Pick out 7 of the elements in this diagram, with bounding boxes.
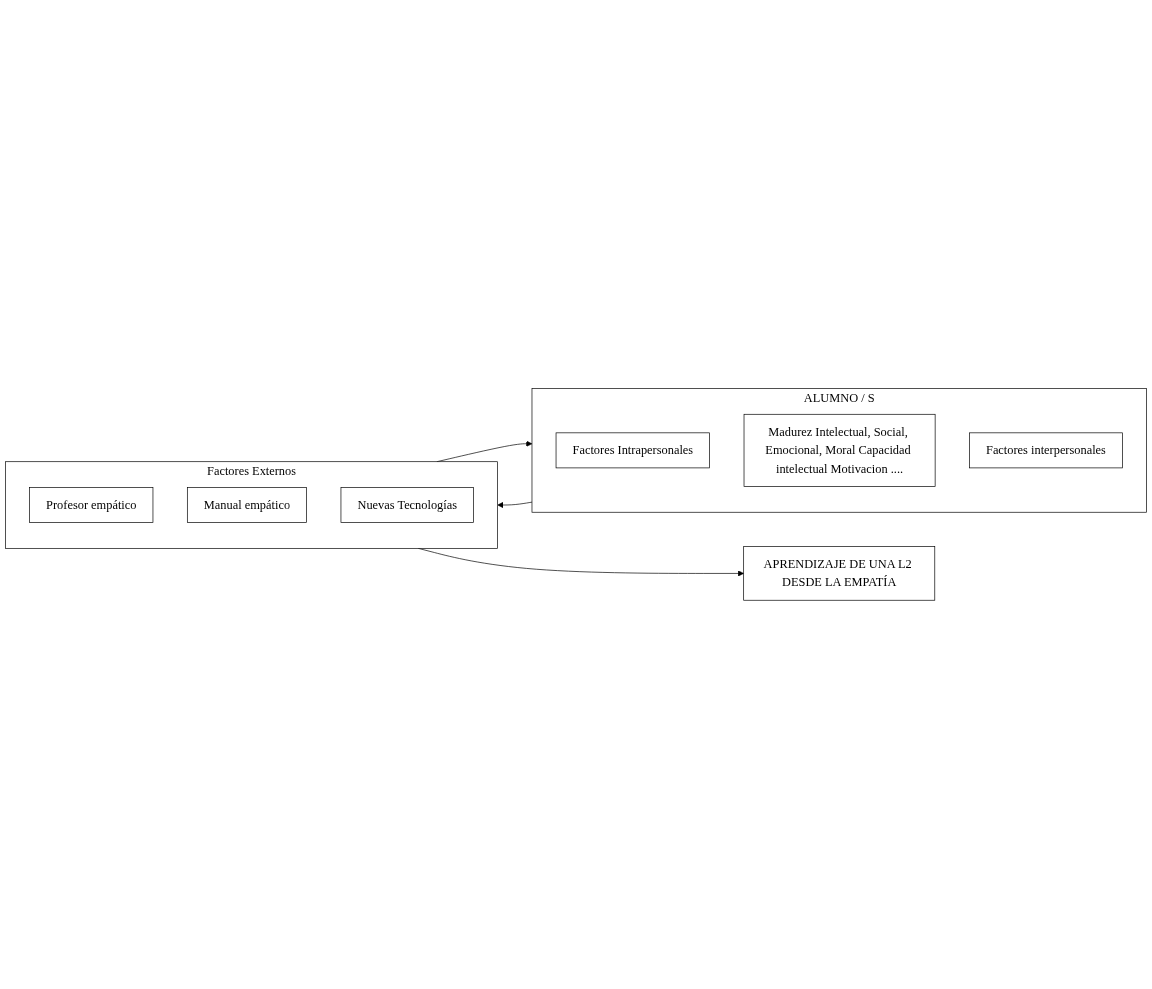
node-box: Manual empático <box>187 487 307 524</box>
node-box: Factores Intrapersonales <box>555 432 710 469</box>
node-box: Factores interpersonales <box>969 432 1123 469</box>
node-box: Madurez Intelectual, Social, Emocional, Moral Capacidad intelectual Motivacion .... <box>743 414 936 487</box>
node-box: Profesor empático <box>29 487 154 524</box>
node-box: APRENDIZAJE DE UNA L2 DESDE LA EMPATÍA <box>743 546 936 601</box>
node-box: Nuevas Tecnologías <box>340 487 474 524</box>
